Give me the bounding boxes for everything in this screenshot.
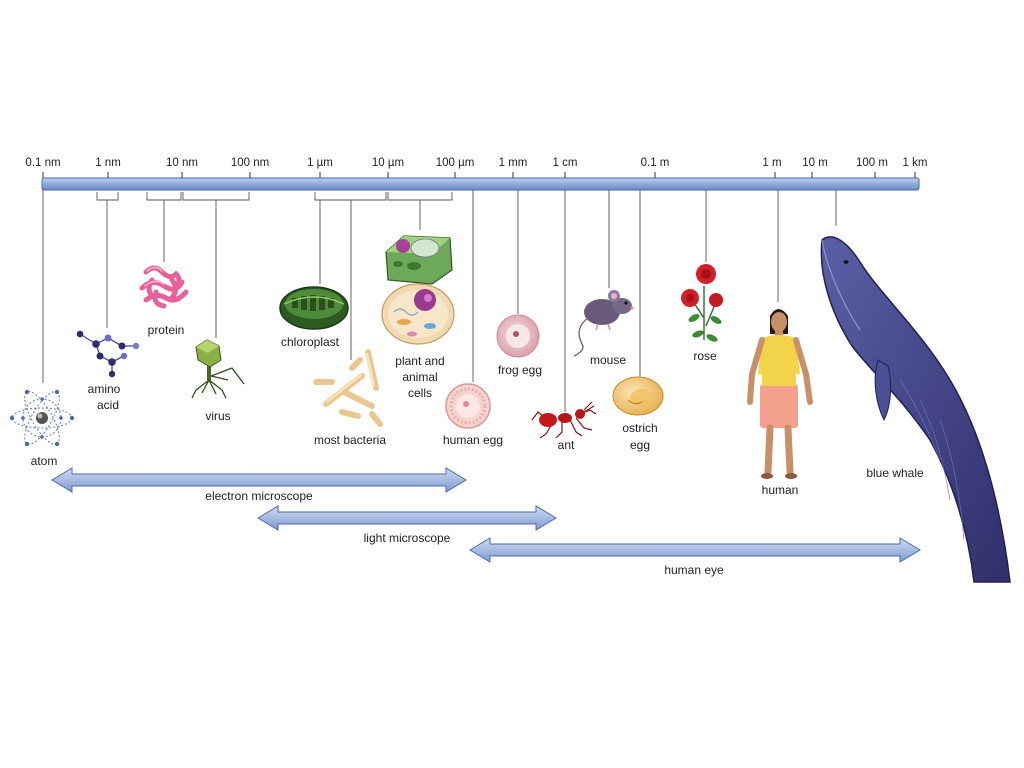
chloroplast-illustration bbox=[279, 286, 349, 330]
rose-illustration bbox=[681, 264, 723, 342]
label-human: human bbox=[762, 483, 799, 497]
label-rose: rose bbox=[693, 349, 717, 363]
scale-ticks: 0.1 nm 1 nm 10 nm 100 nm 1 µm 10 µm 100 … bbox=[25, 157, 927, 178]
label-chloroplast: chloroplast bbox=[281, 335, 340, 349]
label-virus: virus bbox=[205, 409, 230, 423]
label-most-bacteria: most bacteria bbox=[314, 433, 386, 447]
label-human-egg: human egg bbox=[443, 433, 503, 447]
protein-highlight bbox=[144, 266, 165, 287]
blue-whale-illustration bbox=[820, 236, 1011, 583]
amino-acid-illustration bbox=[76, 330, 140, 378]
label-ostrich-egg: ostrich bbox=[622, 421, 657, 435]
scale-tick-label: 10 m bbox=[802, 157, 828, 169]
scale-tick-label: 1 µm bbox=[307, 157, 333, 169]
human-eye-arrow bbox=[469, 537, 921, 563]
label-blue-whale: blue whale bbox=[866, 466, 924, 480]
label-mouse: mouse bbox=[590, 353, 626, 367]
bacteria-illustration bbox=[313, 349, 383, 427]
ostrich-egg-illustration bbox=[612, 376, 664, 416]
ant-illustration bbox=[531, 401, 597, 439]
scale-tick-label: 100 nm bbox=[231, 157, 269, 169]
leader-lines bbox=[42, 190, 837, 412]
light-microscope-arrow bbox=[257, 505, 557, 531]
human-egg-illustration bbox=[445, 383, 491, 429]
scale-tick-label: 10 µm bbox=[372, 157, 404, 169]
scale-bar-body bbox=[41, 177, 920, 191]
label-protein: protein bbox=[148, 323, 185, 337]
label-plant-animal-cells: cells bbox=[408, 386, 432, 400]
human-illustration bbox=[747, 309, 813, 479]
protein-illustration bbox=[139, 265, 189, 309]
scale-tick-label: 1 mm bbox=[499, 157, 528, 169]
label-frog-egg: frog egg bbox=[498, 363, 542, 377]
scale-tick-label: 0.1 m bbox=[641, 157, 670, 169]
label-light-microscope: light microscope bbox=[364, 531, 451, 545]
label-amino-acid: amino bbox=[88, 382, 121, 396]
label-atom: atom bbox=[31, 454, 58, 468]
scale-tick-label: 10 nm bbox=[166, 157, 198, 169]
scale-tick-label: 1 cm bbox=[553, 157, 578, 169]
scale-tick-label: 1 km bbox=[903, 157, 928, 169]
label-ostrich-egg: egg bbox=[630, 438, 650, 452]
scale-tick-label: 0.1 nm bbox=[25, 157, 60, 169]
animal-cell-illustration bbox=[381, 283, 455, 345]
label-electron-microscope: electron microscope bbox=[205, 489, 313, 503]
scale-tick-label: 1 nm bbox=[95, 157, 121, 169]
label-ant: ant bbox=[558, 438, 575, 452]
scale-bar bbox=[41, 177, 920, 191]
label-plant-animal-cells: animal bbox=[402, 370, 437, 384]
label-human-eye: human eye bbox=[664, 563, 724, 577]
virus-illustration bbox=[191, 339, 245, 399]
plant-cell-illustration bbox=[385, 235, 453, 285]
scale-tick-label: 100 µm bbox=[436, 157, 475, 169]
label-plant-animal-cells: plant and bbox=[395, 354, 444, 368]
frog-egg-illustration bbox=[496, 314, 540, 358]
scale-tick-label: 100 m bbox=[856, 157, 888, 169]
electron-microscope-arrow bbox=[51, 467, 467, 493]
label-amino-acid: acid bbox=[97, 398, 119, 412]
scale-tick-label: 1 m bbox=[762, 157, 781, 169]
atom-illustration bbox=[9, 389, 75, 447]
mouse-illustration bbox=[573, 290, 634, 357]
